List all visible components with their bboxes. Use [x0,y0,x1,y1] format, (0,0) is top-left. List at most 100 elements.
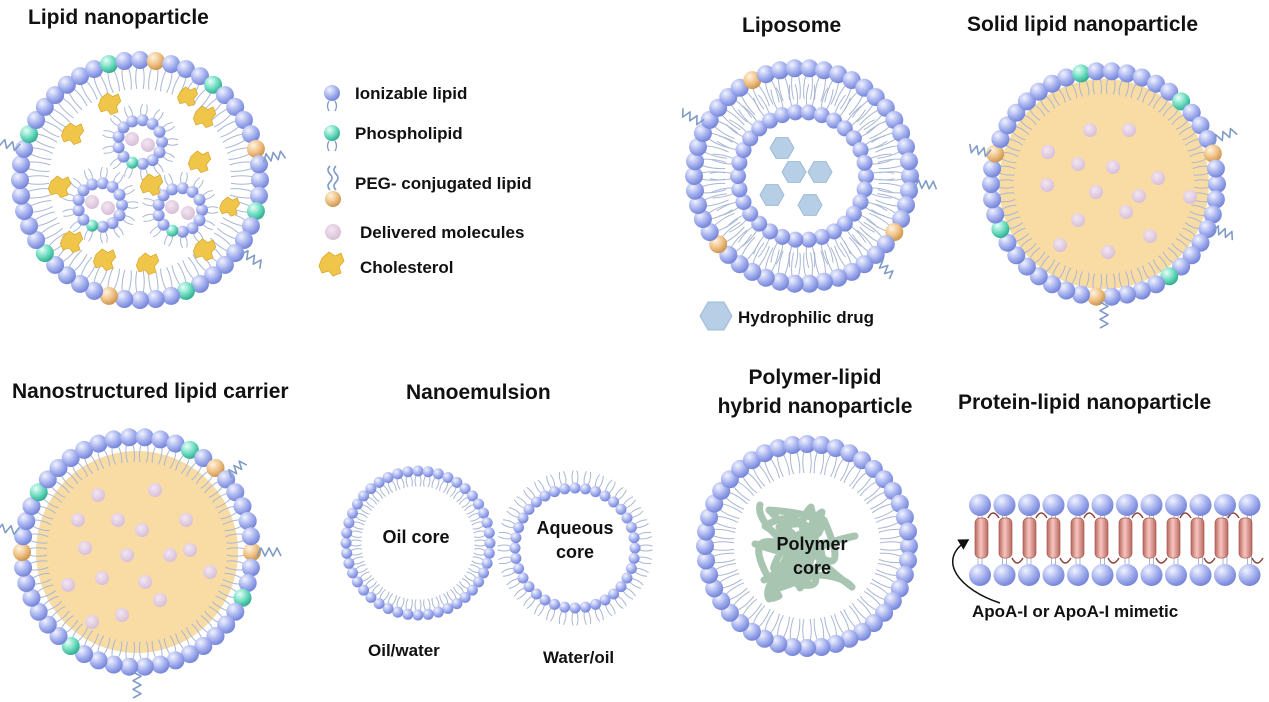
nanostructured-lipid-carrier [0,428,282,699]
delivered-molecule [85,195,99,209]
lipid-tail [498,560,513,565]
lipid-tail [163,449,171,467]
ionizable-lipid-head [481,517,493,529]
lipid-tail [1033,104,1046,117]
lipid-tail [742,105,758,123]
hydrophilic-drug-molecule [781,161,807,183]
polymer-lipid-hybrid-nanoparticle [696,435,918,657]
lipid-head-top [1189,494,1212,516]
lipid-tail [825,241,834,263]
ionizable-lipid-head [49,459,68,477]
peg-lipid-head [99,286,118,305]
lipid-head-top [969,494,991,516]
lipid-tail [111,639,117,657]
ionizable-lipid-head [983,190,1002,209]
lipid-tail [468,567,479,574]
ionizable-lipid-head [226,97,245,116]
ionizable-lipid-head [136,157,149,170]
inverted-micelle [102,103,179,181]
ionizable-lipid-head [539,490,551,502]
lipid-tail [471,521,483,526]
lipid-tail [171,74,181,95]
ionizable-lipid-head [442,603,454,614]
lipid-tail [171,265,181,286]
lipid-tail [497,549,511,552]
ionizable-lipid-head [991,130,1010,148]
lipid-tail [109,118,119,127]
ionizable-lipid-head [194,449,213,467]
ionizable-lipid-head [343,557,355,569]
lipid-tail [834,245,846,268]
ionizable-lipid-head [852,194,869,210]
ionizable-lipid-head [530,496,542,508]
lipid-tail [453,586,462,596]
lipid-tail [1184,222,1200,230]
delivered-molecule [1089,185,1103,199]
ionizable-lipid-head [115,52,134,70]
ionizable-lipid-head [112,130,125,143]
ionizable-lipid-head [1132,281,1151,300]
lipid-tail [103,449,111,467]
ionizable-lipid-head [153,146,166,159]
ionizable-lipid-head [483,547,495,559]
ionizable-lipid-head [72,193,85,206]
lipid-tail [1191,204,1207,210]
lipid-tail [876,151,901,159]
lipid-head-bottom [993,564,1016,586]
lipid-tail [587,471,592,486]
ionizable-lipid-head [735,194,752,210]
lipid-tail [716,140,737,151]
lipid-tail [48,232,67,247]
lipid-tail [814,76,820,101]
lipid-tail [46,492,63,503]
lipid-tail [206,206,219,209]
lipid-tail [365,499,375,508]
lipid-tail [456,583,465,593]
lipid-tail [830,82,840,105]
lipid-tail [36,584,54,593]
lipid-tail [355,516,366,522]
lipid-tail [180,236,183,249]
lipid-tail [200,475,214,489]
lipid-tail [631,578,644,586]
ionizable-lipid-head [897,137,915,156]
lipid-tail [709,171,732,174]
lipid-tail [876,193,901,201]
lipid-tail [859,481,877,497]
lipid-tail [716,569,739,577]
ionizable-lipid-head [899,551,917,570]
lipid-tail [93,76,103,98]
cholesterol-molecule [135,252,160,276]
ionizable-lipid-head [1087,62,1106,81]
lipid-head-top [1140,494,1163,516]
lipid-tail [1045,95,1056,109]
lipid-tail [639,544,653,547]
ionizable-lipid-head [1203,205,1222,224]
lipid-tail [213,232,232,247]
lipid-tail [843,464,856,484]
lipid-tail [713,559,736,564]
ionizable-lipid-head [226,602,245,621]
lipid-tail [350,534,362,538]
ionizable-lipid-head [89,434,108,453]
ionizable-lipid-head [442,472,454,483]
lipid-tail [124,188,135,195]
lipid-tail [461,578,471,587]
lipid-tail [29,200,52,207]
ionizable-lipid-head [484,537,496,549]
lipid-tail [43,120,64,133]
lipid-tail [716,515,739,523]
lipid-tail [62,208,74,213]
ionizable-lipid-head [72,204,85,217]
lipid-tail [229,194,252,199]
lipid-tail [191,623,203,639]
lipid-tail [127,67,132,90]
lipid-tail [222,519,241,526]
hydrophilic-drug-molecule [797,194,823,216]
lipid-tail [471,560,483,565]
hydrophilic-drug-molecule [759,184,785,206]
lipid-tail [400,597,405,609]
lipid-tail [1105,273,1109,290]
lipid-tail [742,229,758,247]
lipid-tail [169,635,177,653]
